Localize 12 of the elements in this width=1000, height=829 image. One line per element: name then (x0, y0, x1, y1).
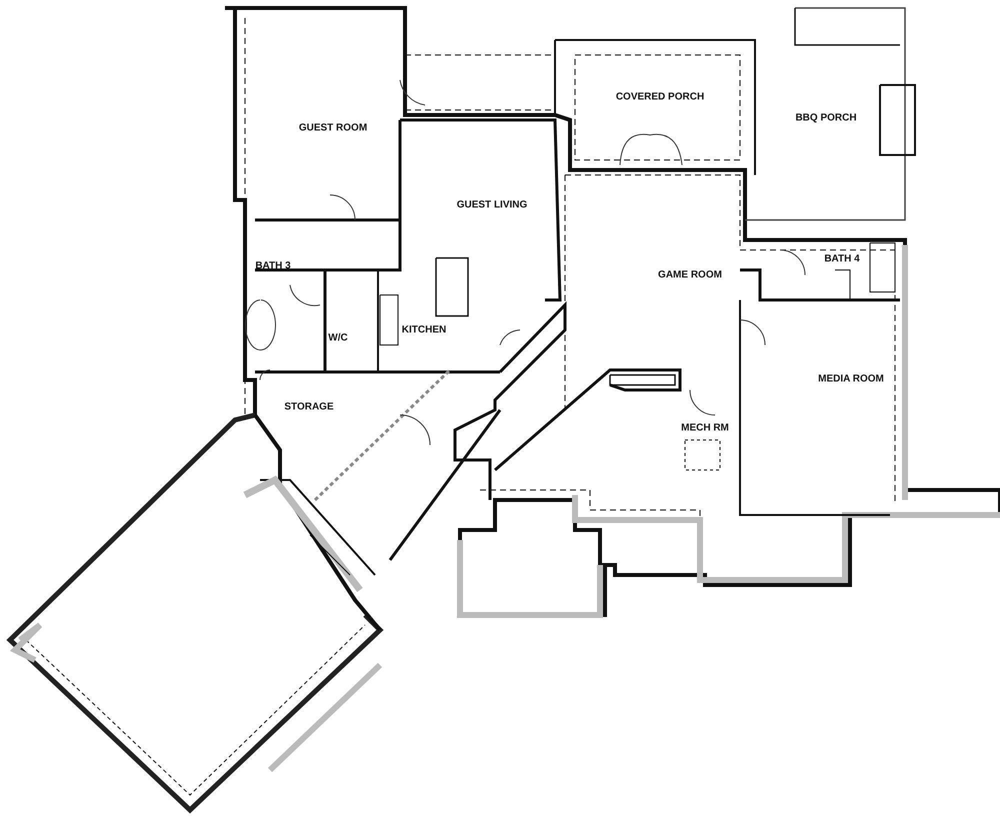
room-label: KITCHEN (402, 324, 446, 336)
room-label: GAME ROOM (658, 270, 722, 280)
room-label: W/C (328, 332, 348, 344)
room-label: GUEST LIVING (456, 200, 528, 210)
room-label: BBQ PORCH (795, 112, 857, 124)
room-label: MECH RM (681, 422, 729, 434)
room-label: BATH 4 (824, 254, 860, 264)
room-label: COVERED PORCH (616, 92, 704, 102)
room-label: GUEST ROOM (298, 122, 368, 134)
room-label: BATH 3 (255, 260, 291, 272)
room-label: MEDIA ROOM (818, 374, 884, 384)
room-label: STORAGE (284, 402, 334, 412)
